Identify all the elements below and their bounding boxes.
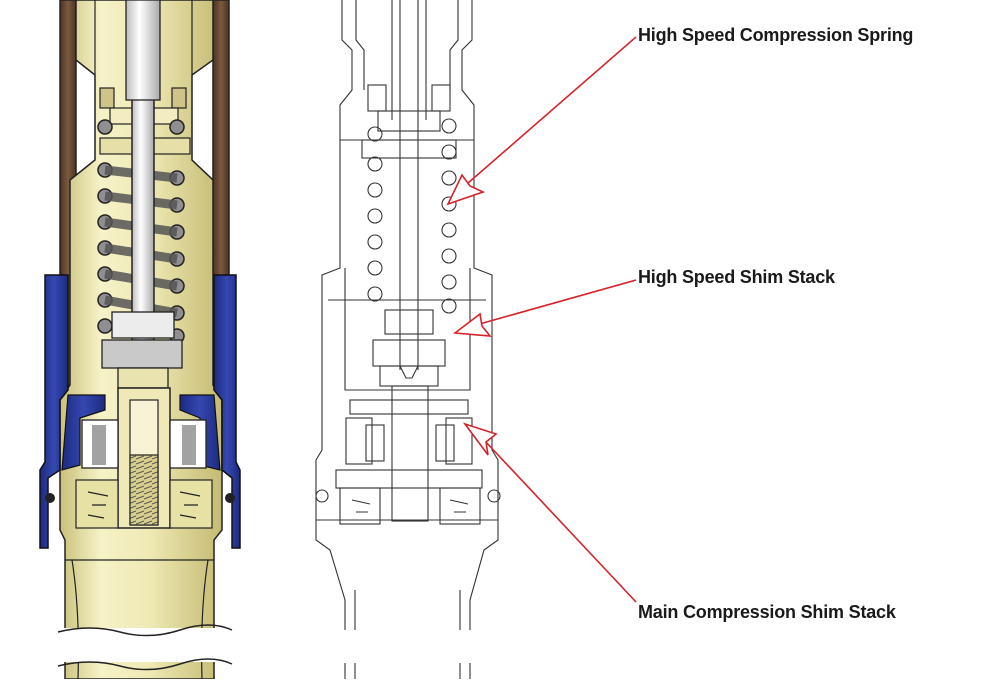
arrowhead-high-speed-shim xyxy=(452,312,492,337)
arrowhead-main-compression-shim xyxy=(462,422,498,456)
label-main-compression-shim-stack: Main Compression Shim Stack xyxy=(638,602,896,622)
colored-cutaway xyxy=(39,0,241,680)
arrowhead-high-speed-spring xyxy=(446,173,486,206)
arrow-high-speed-shim xyxy=(475,279,637,326)
label-high-speed-compression-spring: High Speed Compression Spring xyxy=(638,25,914,45)
callout-arrows xyxy=(446,36,637,603)
base-valve-housing xyxy=(39,274,69,549)
arrow-main-compression-shim xyxy=(483,439,637,603)
line-drawing xyxy=(315,0,501,679)
break-line-bottom xyxy=(57,658,233,671)
arrow-high-speed-spring xyxy=(459,36,637,191)
high-speed-spring-outline xyxy=(367,118,457,314)
break-line-top xyxy=(57,624,233,637)
label-high-speed-shim-stack: High Speed Shim Stack xyxy=(638,267,835,287)
